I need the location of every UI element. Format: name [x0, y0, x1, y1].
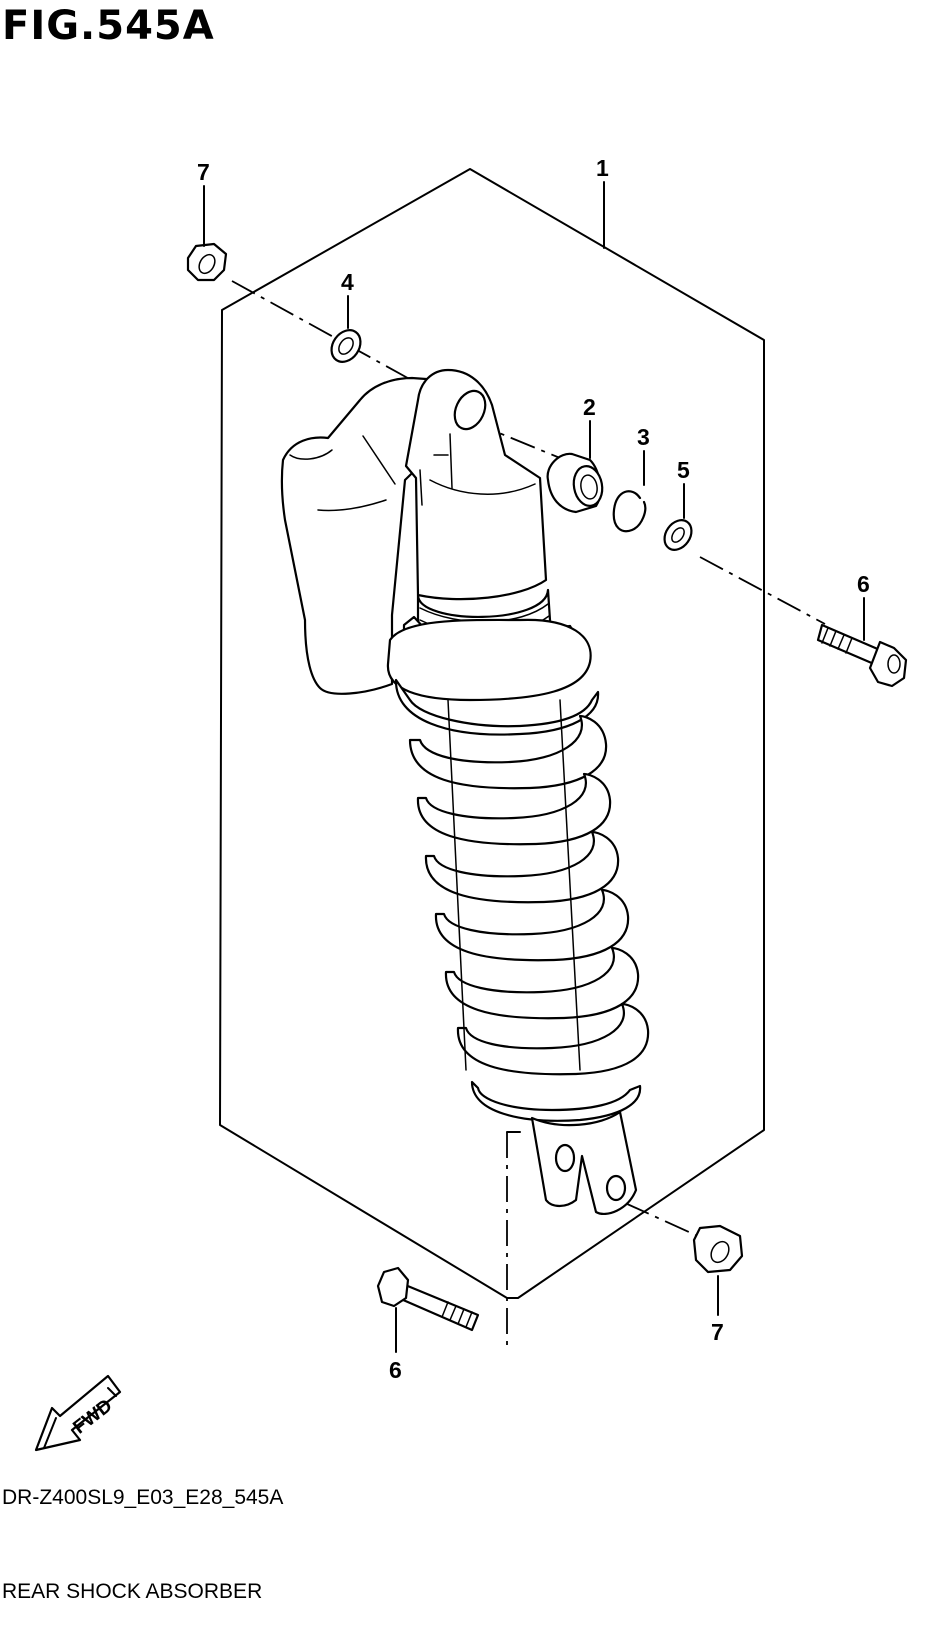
callout-7-upper: 7	[197, 159, 210, 185]
bush-part	[546, 452, 604, 514]
shock-lower-clevis	[530, 1110, 638, 1216]
nut-lower-part	[692, 1224, 744, 1274]
callout-3: 3	[637, 424, 650, 450]
figure-title: FIG.545A	[2, 3, 215, 49]
callout-1: 1	[596, 155, 609, 181]
leader-lines	[203, 181, 865, 1353]
section-name: REAR SHOCK ABSORBER	[2, 1580, 263, 1603]
washer-right-part	[663, 519, 693, 551]
nut-upper-part	[186, 242, 228, 282]
callout-2: 2	[583, 394, 596, 420]
washer-upper-part	[330, 329, 362, 363]
callout-4: 4	[341, 269, 354, 295]
callout-5: 5	[677, 457, 690, 483]
callout-6-lower: 6	[389, 1357, 402, 1383]
assembly-frame	[219, 168, 765, 1299]
callout-6-upper: 6	[857, 571, 870, 597]
coil-spring	[386, 618, 650, 1122]
callout-7-lower: 7	[711, 1319, 724, 1345]
model-code: DR-Z400SL9_E03_E28_545A	[2, 1486, 284, 1509]
bolt-lower-part	[376, 1266, 480, 1332]
fwd-arrow-icon	[34, 1374, 122, 1452]
circlip-part	[612, 490, 647, 533]
reservoir-tank	[280, 376, 448, 695]
bolt-right-part	[816, 623, 908, 688]
